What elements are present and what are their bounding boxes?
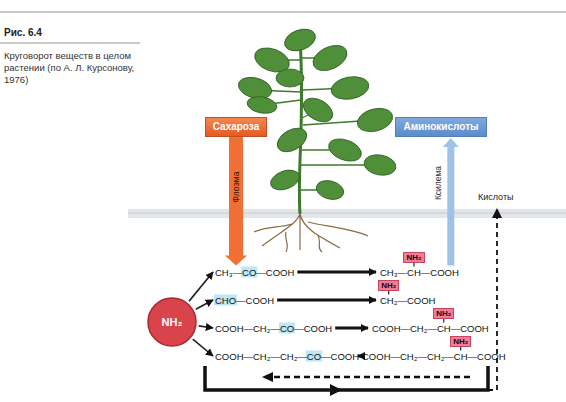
connector bbox=[335, 328, 368, 329]
formula-text: CH₂—COOH bbox=[380, 295, 435, 306]
cycle-arrowhead bbox=[330, 384, 342, 396]
connector bbox=[388, 291, 389, 295]
connector bbox=[413, 263, 414, 267]
connector bbox=[277, 300, 376, 301]
bond-line bbox=[413, 263, 414, 267]
amino-group-box: NH₂ bbox=[433, 308, 454, 319]
amination-arrow bbox=[193, 339, 213, 356]
plant-leaves bbox=[236, 25, 398, 202]
connector bbox=[225, 137, 247, 266]
edge-label: Флоэма bbox=[231, 172, 241, 203]
leaf bbox=[273, 123, 311, 156]
node-label: NH₂ bbox=[436, 309, 451, 318]
arrowhead bbox=[443, 138, 459, 147]
connector bbox=[443, 319, 444, 323]
formula: CHO—COOH bbox=[215, 295, 274, 306]
bond-line bbox=[388, 291, 389, 295]
substance-box: Аминокислоты bbox=[395, 117, 486, 137]
figure-caption: Круговорот веществ в целом растении (по … bbox=[4, 50, 136, 86]
ammonia-circle: NH₂ bbox=[147, 297, 197, 347]
leaf bbox=[299, 93, 337, 126]
bond-line bbox=[460, 347, 461, 351]
dashed-arrowhead bbox=[262, 372, 273, 382]
formula-text: CH₃—CO—COOH bbox=[215, 267, 294, 278]
plant-stem bbox=[299, 38, 301, 214]
formula: CH₃—CH—COOH bbox=[380, 267, 459, 278]
substance-box: Сахароза bbox=[205, 117, 268, 137]
edge-label: Ксилема bbox=[433, 166, 443, 200]
connector bbox=[193, 339, 213, 356]
amination-arrow bbox=[199, 326, 213, 328]
amination-arrow bbox=[196, 300, 213, 309]
amination-arrow bbox=[189, 272, 213, 301]
connector bbox=[196, 300, 213, 309]
node-label: NH₂ bbox=[453, 337, 468, 346]
formula-text: COOH—CH₂—CO—COOH bbox=[215, 323, 332, 334]
conversion-arrow bbox=[277, 299, 376, 302]
node-label: NH₂ bbox=[406, 253, 421, 262]
connector bbox=[460, 347, 461, 351]
formula-text: CHO—COOH bbox=[215, 295, 274, 306]
acids-arrowhead bbox=[492, 208, 502, 218]
formula-text: COOH—CH₂—CH₂—CH—COOH bbox=[362, 351, 506, 362]
formula: COOH—CH₂—CH₂—CH—COOH bbox=[362, 351, 506, 362]
soil-line bbox=[128, 213, 566, 214]
formula-text: COOH—CH₂—CH₂—CO—COOH bbox=[215, 351, 359, 362]
node-label: Сахароза bbox=[213, 121, 260, 133]
conversion-arrow bbox=[297, 271, 376, 274]
formula-text: COOH—CH₂—CH—COOH bbox=[372, 323, 489, 334]
group-highlights bbox=[214, 267, 322, 362]
cycle-line bbox=[205, 366, 488, 390]
side-label: Кислоты bbox=[478, 192, 514, 203]
phloem-arrow bbox=[229, 137, 243, 257]
connector bbox=[443, 138, 459, 266]
leaf bbox=[363, 152, 398, 177]
leaf bbox=[329, 74, 370, 102]
connector bbox=[189, 272, 213, 301]
acids-export-line bbox=[488, 217, 497, 390]
node-label: Аминокислоты bbox=[403, 121, 478, 133]
leaf bbox=[309, 40, 351, 75]
connector bbox=[199, 326, 213, 328]
formula: CH₂—COOH bbox=[380, 295, 435, 306]
dashed-return bbox=[273, 376, 470, 379]
leaf bbox=[246, 95, 278, 116]
soil-surface bbox=[128, 209, 566, 218]
conversion-arrow bbox=[335, 327, 368, 330]
figure-number: Рис. 6.4 bbox=[4, 27, 42, 39]
leaf bbox=[326, 135, 365, 165]
node-label: NH₂ bbox=[162, 316, 183, 329]
plant-roots bbox=[254, 214, 368, 252]
formula-text: CH₃—CH—COOH bbox=[380, 267, 459, 278]
leaf bbox=[355, 105, 395, 136]
arrowhead bbox=[225, 256, 247, 266]
caption-rule bbox=[0, 43, 140, 44]
amino-group-box: NH₂ bbox=[403, 252, 424, 263]
amino-group-box: NH₂ bbox=[450, 336, 471, 347]
formula: COOH—CH₂—CH—COOH bbox=[372, 323, 489, 334]
leaf bbox=[276, 69, 304, 87]
leaf bbox=[268, 166, 302, 193]
page-rule bbox=[0, 12, 566, 13]
leaf bbox=[314, 178, 346, 203]
node-label: NH₂ bbox=[381, 281, 396, 290]
xylem-arrow bbox=[447, 146, 454, 266]
formula: CH₃—CO—COOH bbox=[215, 267, 294, 278]
formula: COOH—CH₂—CO—COOH bbox=[215, 323, 332, 334]
connector bbox=[297, 272, 376, 273]
circle-shape bbox=[148, 298, 196, 346]
amino-group-box: NH₂ bbox=[378, 280, 399, 291]
bond-line bbox=[443, 319, 444, 323]
leaf bbox=[282, 25, 319, 55]
formula: COOH—CH₂—CH₂—CO—COOH bbox=[215, 351, 359, 362]
